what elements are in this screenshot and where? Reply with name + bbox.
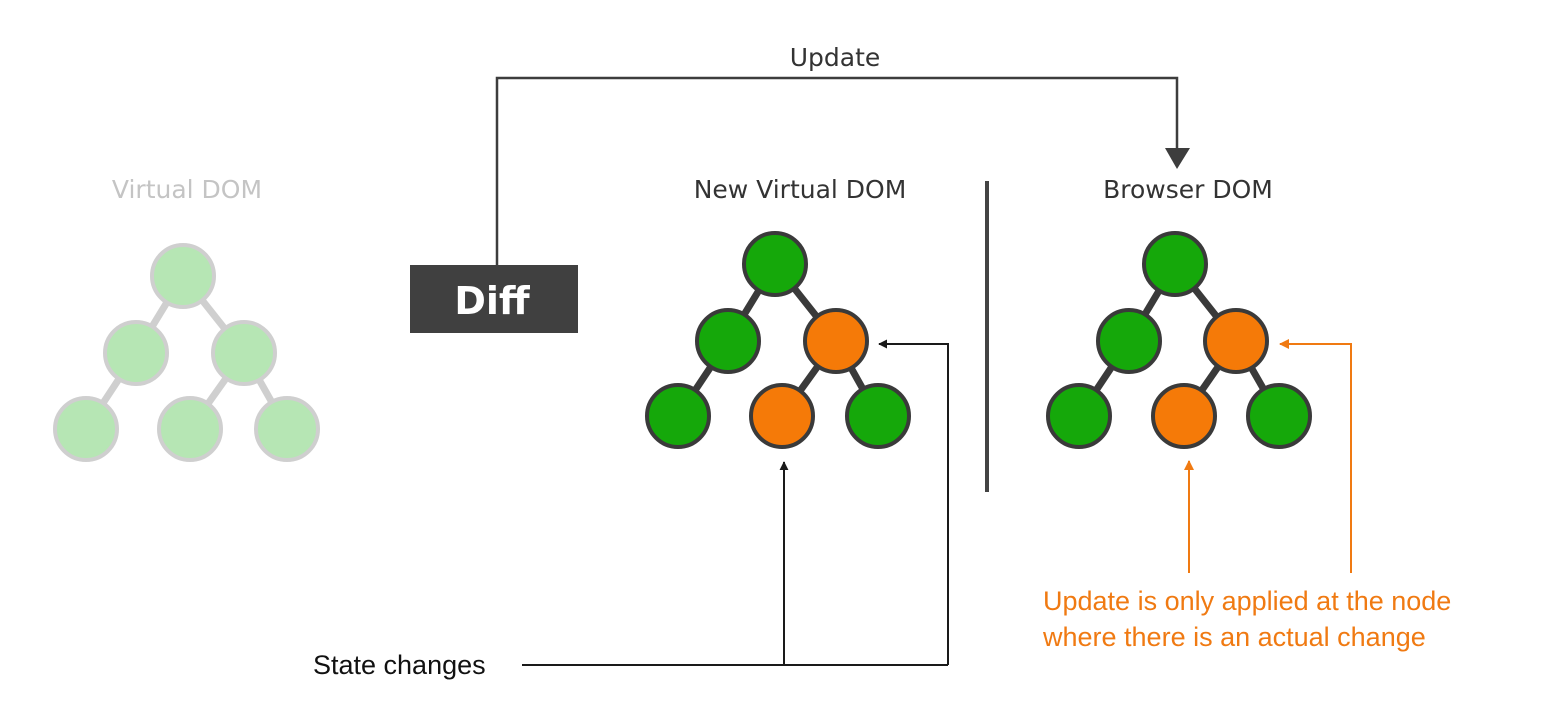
tree-node <box>254 396 320 462</box>
tree-node <box>211 320 277 386</box>
tree-node <box>1096 308 1162 374</box>
update-arrowhead <box>1165 148 1190 169</box>
browser-dom-tree <box>1046 231 1312 449</box>
tree-node <box>1246 383 1312 449</box>
update-label: Update <box>790 43 881 72</box>
new-virtual-dom-heading: New Virtual DOM <box>694 175 907 204</box>
tree-node <box>157 396 223 462</box>
browser-dom-heading: Browser DOM <box>1103 175 1273 204</box>
changed-tree-node <box>1151 383 1217 449</box>
tree-node <box>742 231 808 297</box>
state-changes-connectors <box>522 339 949 666</box>
virtual-dom-tree <box>53 243 320 462</box>
changed-tree-node <box>749 383 815 449</box>
state-change-arrow-to-middle-node <box>878 339 949 665</box>
new-virtual-dom-tree <box>645 231 911 449</box>
diff-box-background <box>410 265 578 333</box>
annotation-line-2: where there is an actual change <box>1042 622 1426 652</box>
annotation-arrow-to-middle-node <box>1279 339 1352 573</box>
update-connector-line <box>495 76 1179 265</box>
changed-tree-node <box>803 308 869 374</box>
update-connector <box>495 76 1190 265</box>
tree-node <box>1142 231 1208 297</box>
annotation-connectors <box>1184 339 1352 573</box>
tree-node <box>53 396 119 462</box>
tree-node <box>103 320 169 386</box>
changed-tree-node <box>1203 308 1269 374</box>
state-changes-label: State changes <box>313 650 486 680</box>
virtual-dom-heading: Virtual DOM <box>112 175 262 204</box>
tree-node <box>695 308 761 374</box>
tree-node <box>645 383 711 449</box>
tree-node <box>845 383 911 449</box>
diff-label: Diff <box>454 279 531 323</box>
annotation-line-1: Update is only applied at the node <box>1043 586 1451 616</box>
tree-node <box>1046 383 1112 449</box>
diff-box: Diff <box>410 265 578 333</box>
tree-node <box>150 243 216 309</box>
